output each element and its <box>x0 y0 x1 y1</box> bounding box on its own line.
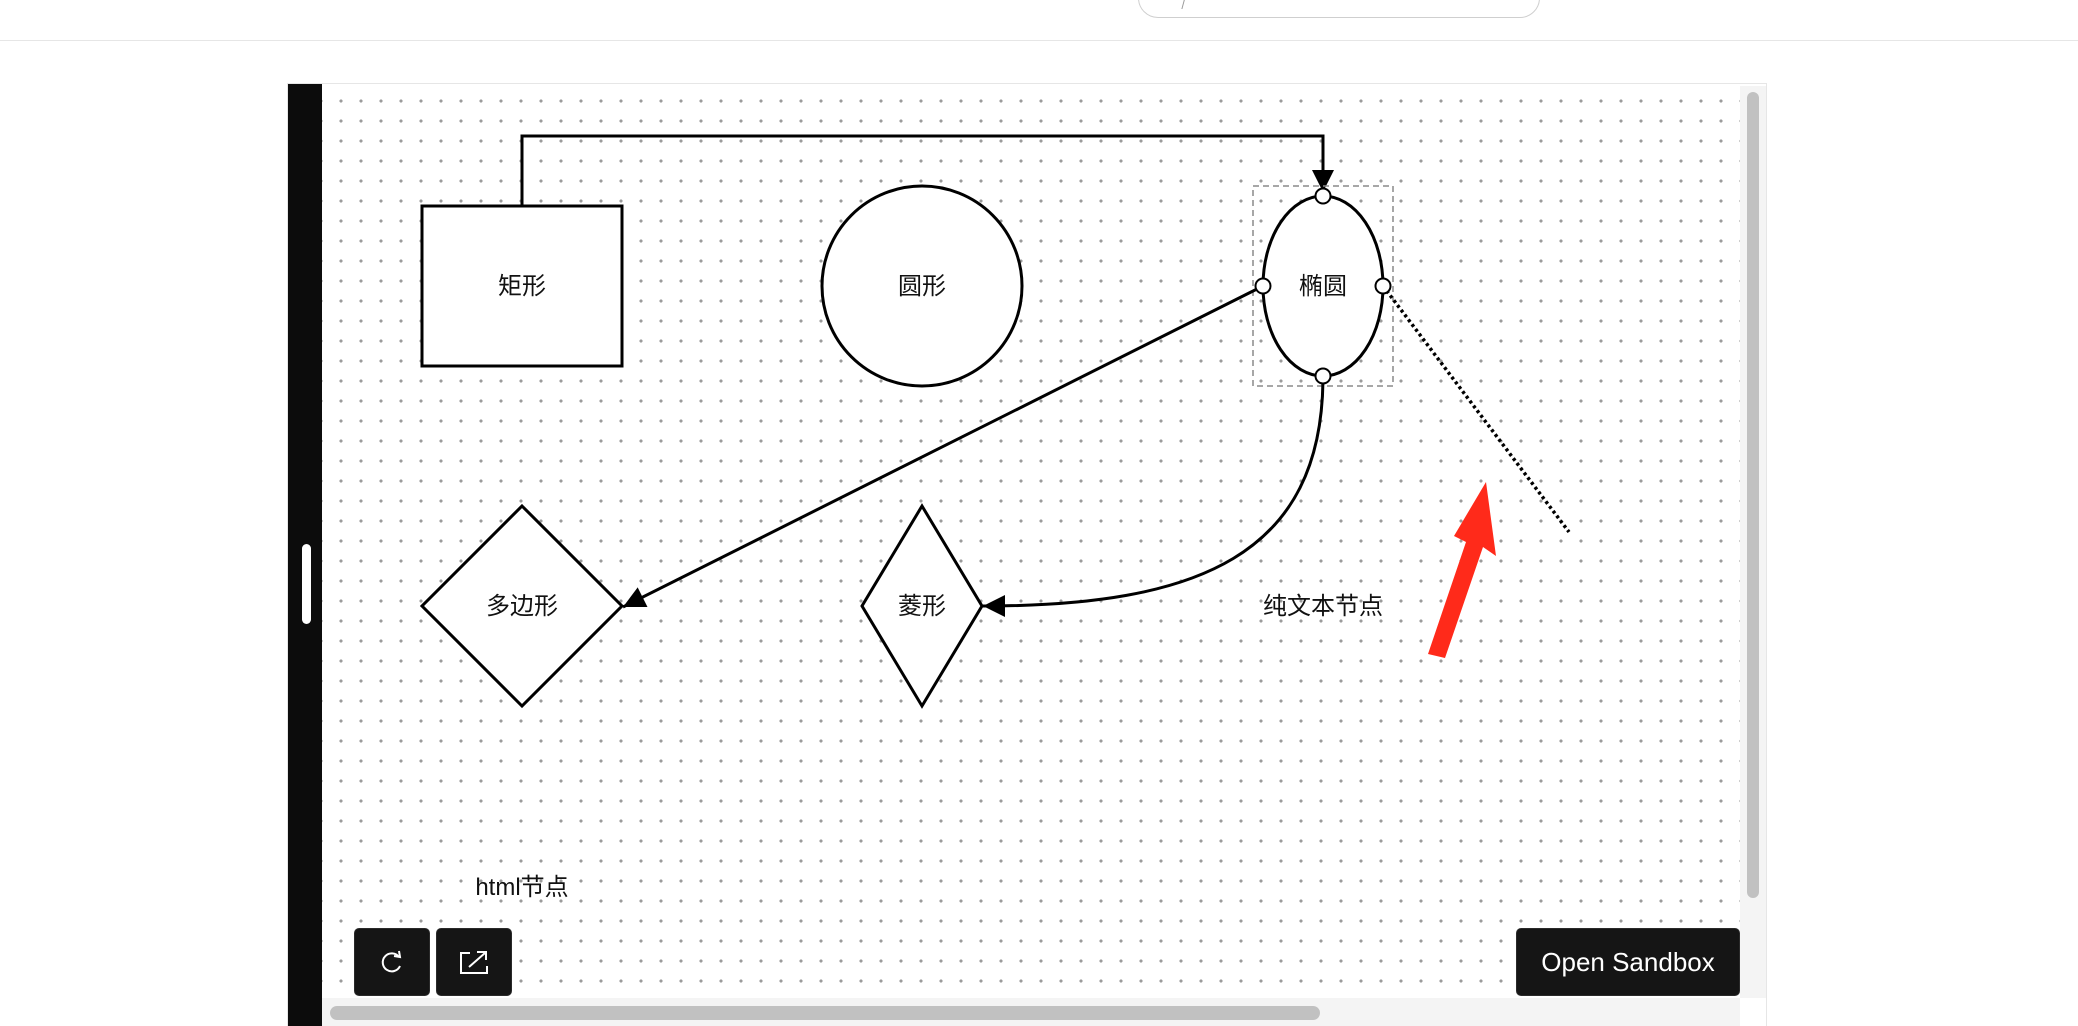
horizontal-scrollbar-thumb[interactable] <box>330 1006 1320 1020</box>
circle-node[interactable]: 圆形 <box>820 184 1024 388</box>
top-bar <box>0 0 2078 41</box>
annotation-arrow <box>1428 482 1496 658</box>
anchor-right[interactable] <box>1374 277 1392 295</box>
rect-node-label: 矩形 <box>498 273 546 300</box>
anchor-bottom[interactable] <box>1314 367 1332 385</box>
left-rail <box>288 84 322 1026</box>
diamond-node[interactable]: 菱形 <box>860 503 984 709</box>
html-node[interactable]: html节点 <box>475 874 568 901</box>
refresh-button[interactable] <box>354 928 430 996</box>
ellipse-node-label: 椭圆 <box>1299 273 1347 300</box>
resize-handle[interactable] <box>302 544 311 624</box>
anchor-left[interactable] <box>1254 277 1272 295</box>
dragging-edge <box>1381 284 1571 534</box>
open-new-window-button[interactable] <box>436 928 512 996</box>
diamond-node-label: 菱形 <box>898 593 946 620</box>
open-sandbox-button[interactable]: Open Sandbox <box>1516 928 1740 996</box>
vertical-scrollbar-thumb[interactable] <box>1747 92 1759 898</box>
anchor-top[interactable] <box>1314 187 1332 205</box>
diagram-canvas[interactable]: 矩形 圆形 椭圆 多边形 <box>322 86 1740 998</box>
polygon-node[interactable]: 多边形 <box>419 503 625 709</box>
text-node[interactable]: 纯文本节点 <box>1263 593 1383 620</box>
search-input[interactable] <box>1138 0 1540 18</box>
circle-node-label: 圆形 <box>898 273 946 300</box>
ellipse-node[interactable]: 椭圆 <box>1252 185 1394 387</box>
edge-ellipse-to-diamond[interactable] <box>982 375 1325 617</box>
rect-node[interactable]: 矩形 <box>420 204 624 368</box>
polygon-node-label: 多边形 <box>486 593 558 620</box>
edge-rect-to-ellipse[interactable] <box>520 134 1334 206</box>
refresh-icon <box>381 950 402 973</box>
external-link-icon <box>460 951 488 974</box>
sandbox-frame: 矩形 圆形 椭圆 多边形 <box>288 84 1766 1026</box>
search-icon <box>1181 0 1192 9</box>
edge-ellipse-to-polygon[interactable] <box>622 284 1264 609</box>
diagram-svg: 矩形 圆形 椭圆 多边形 <box>419 134 1571 901</box>
